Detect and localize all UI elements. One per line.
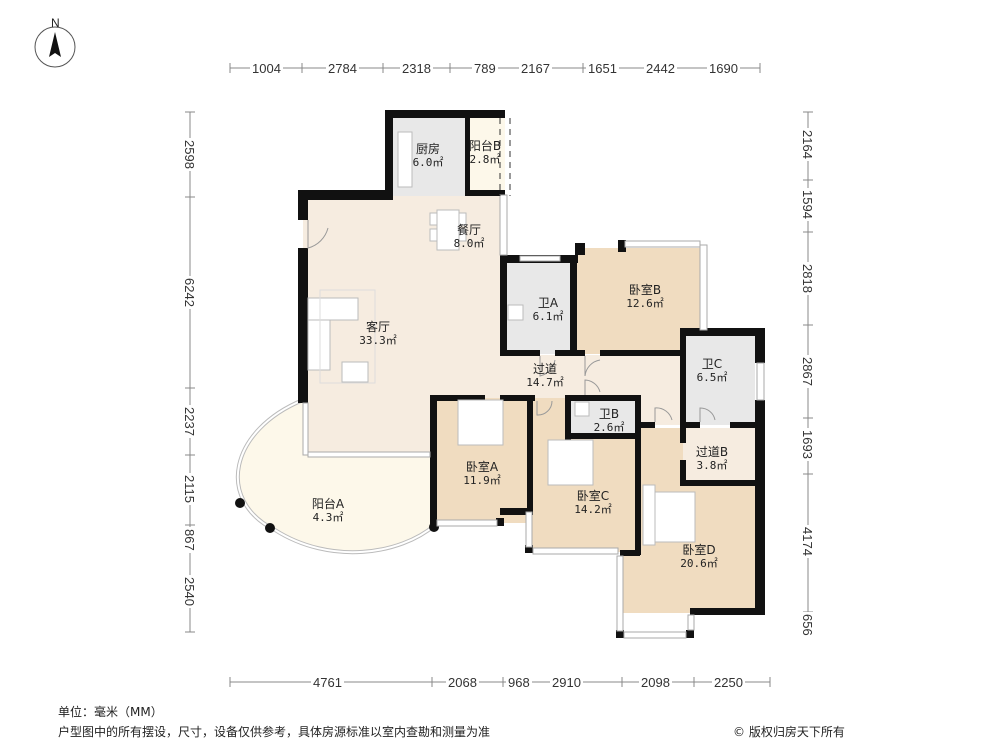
- room-area: 6.5㎡: [696, 371, 728, 384]
- dim-bottom-2: 2068: [446, 675, 479, 690]
- dim-left-5: 867: [182, 527, 197, 553]
- room-area: 33.3㎡: [359, 334, 397, 347]
- room-name: 卧室B: [628, 283, 662, 297]
- room-area: 3.8㎡: [696, 459, 728, 472]
- compass-arrow-icon: [34, 26, 76, 68]
- room-area: 2.8㎡: [469, 153, 501, 166]
- unit-note: 单位：毫米（MM）: [58, 705, 163, 719]
- room-area: 11.9㎡: [463, 474, 501, 487]
- room-name: 厨房: [415, 142, 440, 156]
- dim-left-6: 2540: [182, 575, 197, 608]
- room-area: 14.2㎡: [574, 503, 612, 516]
- dim-bottom-1: 4761: [311, 675, 344, 690]
- room-name: 过道B: [695, 445, 729, 459]
- bath-c-floor: [683, 333, 755, 425]
- dim-top-6: 1651: [586, 61, 619, 76]
- room-name: 餐厅: [456, 223, 481, 237]
- dim-right-5: 1693: [800, 428, 815, 461]
- room-area: 6.0㎡: [412, 156, 444, 169]
- dim-top-1: 1004: [250, 61, 283, 76]
- room-area: 20.6㎡: [680, 557, 718, 570]
- room-name: 阳台B: [468, 139, 502, 153]
- room-area: 14.7㎡: [526, 376, 564, 389]
- dim-top-2: 2784: [326, 61, 359, 76]
- balcony-b-floor: [467, 118, 505, 196]
- dim-top-7: 2442: [644, 61, 677, 76]
- room-name: 过道: [532, 362, 557, 376]
- dim-top-8: 1690: [707, 61, 740, 76]
- copyright-text: © 版权归房天下所有: [733, 725, 845, 739]
- dim-right-2: 1594: [800, 188, 815, 221]
- room-area: 6.1㎡: [532, 310, 564, 323]
- room-area: 4.3㎡: [312, 511, 344, 524]
- north-compass: N: [30, 16, 80, 70]
- dim-right-3: 2818: [800, 262, 815, 295]
- dim-right-7: 656: [800, 612, 815, 638]
- dim-right-1: 2164: [800, 128, 815, 161]
- room-name: 卧室D: [682, 543, 716, 557]
- room-name: 卫C: [701, 357, 723, 371]
- compass-label: N: [51, 16, 60, 30]
- dim-left-2: 6242: [182, 276, 197, 309]
- dim-left-3: 2237: [182, 405, 197, 438]
- disclaimer-text: 户型图中的所有摆设，尺寸，设备仅供参考，具体房源标准以室内查勘和测量为准: [58, 725, 491, 739]
- dim-bottom-5: 2098: [639, 675, 672, 690]
- room-name: 客厅: [365, 320, 390, 334]
- dim-right-6: 4174: [800, 525, 815, 558]
- dim-top-5: 2167: [519, 61, 552, 76]
- dim-bottom-3: 968: [506, 675, 532, 690]
- dim-top-3: 2318: [400, 61, 433, 76]
- room-name: 阳台A: [311, 497, 345, 511]
- dim-left-4: 2115: [182, 473, 197, 505]
- room-name: 卫B: [598, 407, 620, 421]
- dim-bottom-4: 2910: [550, 675, 583, 690]
- room-name: 卫A: [537, 296, 559, 310]
- dim-right-4: 2867: [800, 355, 815, 388]
- room-name: 卧室C: [576, 489, 610, 503]
- dim-top-4: 789: [472, 61, 498, 76]
- room-area: 8.0㎡: [453, 237, 485, 250]
- corridor-b-floor: [683, 428, 755, 483]
- room-area: 2.6㎡: [593, 421, 625, 434]
- room-name: 卧室A: [465, 460, 499, 474]
- dim-left-1: 2598: [182, 138, 197, 171]
- bedroom-b-floor: [575, 248, 700, 354]
- dim-bottom-6: 2250: [712, 675, 745, 690]
- room-area: 12.6㎡: [626, 297, 664, 310]
